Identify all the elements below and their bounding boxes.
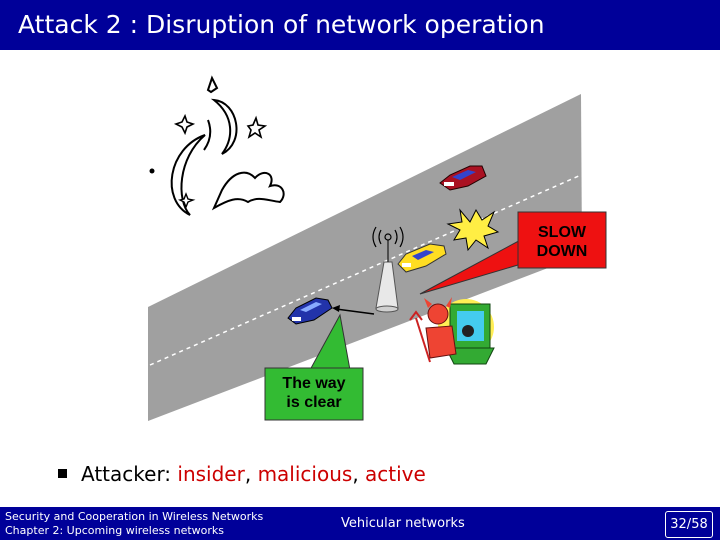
separator-1: , <box>244 462 258 486</box>
attacker-icon <box>409 297 495 365</box>
moon-stars-icon <box>149 75 285 216</box>
keyword-malicious: malicious <box>257 462 353 486</box>
footer-course: Security and Cooperation in Wireless Net… <box>5 510 263 538</box>
slow-down-line-1: SLOW <box>538 224 586 241</box>
slide-title: Attack 2 : Disruption of network operati… <box>18 10 545 39</box>
title-bar: Attack 2 : Disruption of network operati… <box>0 0 720 50</box>
red-car-icon <box>439 165 487 191</box>
way-clear-label: The way is clear <box>265 374 363 412</box>
footer-bar: Security and Cooperation in Wireless Net… <box>0 507 720 540</box>
way-clear-box <box>264 367 364 421</box>
page-number: 32/58 <box>665 511 713 538</box>
blue-car-icon <box>287 297 333 325</box>
illustration <box>0 50 720 490</box>
footer-chapter: Chapter 2: Upcoming wireless networks <box>5 524 224 537</box>
footer-course-title: Security and Cooperation in Wireless Net… <box>5 510 264 523</box>
message-arrow <box>335 308 375 315</box>
road-center-line <box>149 174 582 366</box>
way-clear-line-1: The way <box>282 375 346 392</box>
bullet-square-icon <box>58 469 67 478</box>
slow-down-line-2: DOWN <box>536 243 588 260</box>
collision-burst-icon <box>446 208 500 252</box>
rsu-antenna-icon <box>372 226 404 313</box>
yellow-car-icon <box>397 243 447 273</box>
footer-section: Vehicular networks <box>341 516 465 531</box>
way-clear-line-2: is clear <box>286 394 342 411</box>
separator-2: , <box>352 462 366 486</box>
slow-down-label: SLOW DOWN <box>518 223 606 261</box>
keyword-active: active <box>365 462 426 486</box>
keyword-insider: insider <box>177 462 245 486</box>
bullet-prefix: Attacker: <box>81 462 178 486</box>
slow-down-box <box>517 211 607 269</box>
bullet-item: Attacker: insider, malicious, active <box>58 460 426 488</box>
